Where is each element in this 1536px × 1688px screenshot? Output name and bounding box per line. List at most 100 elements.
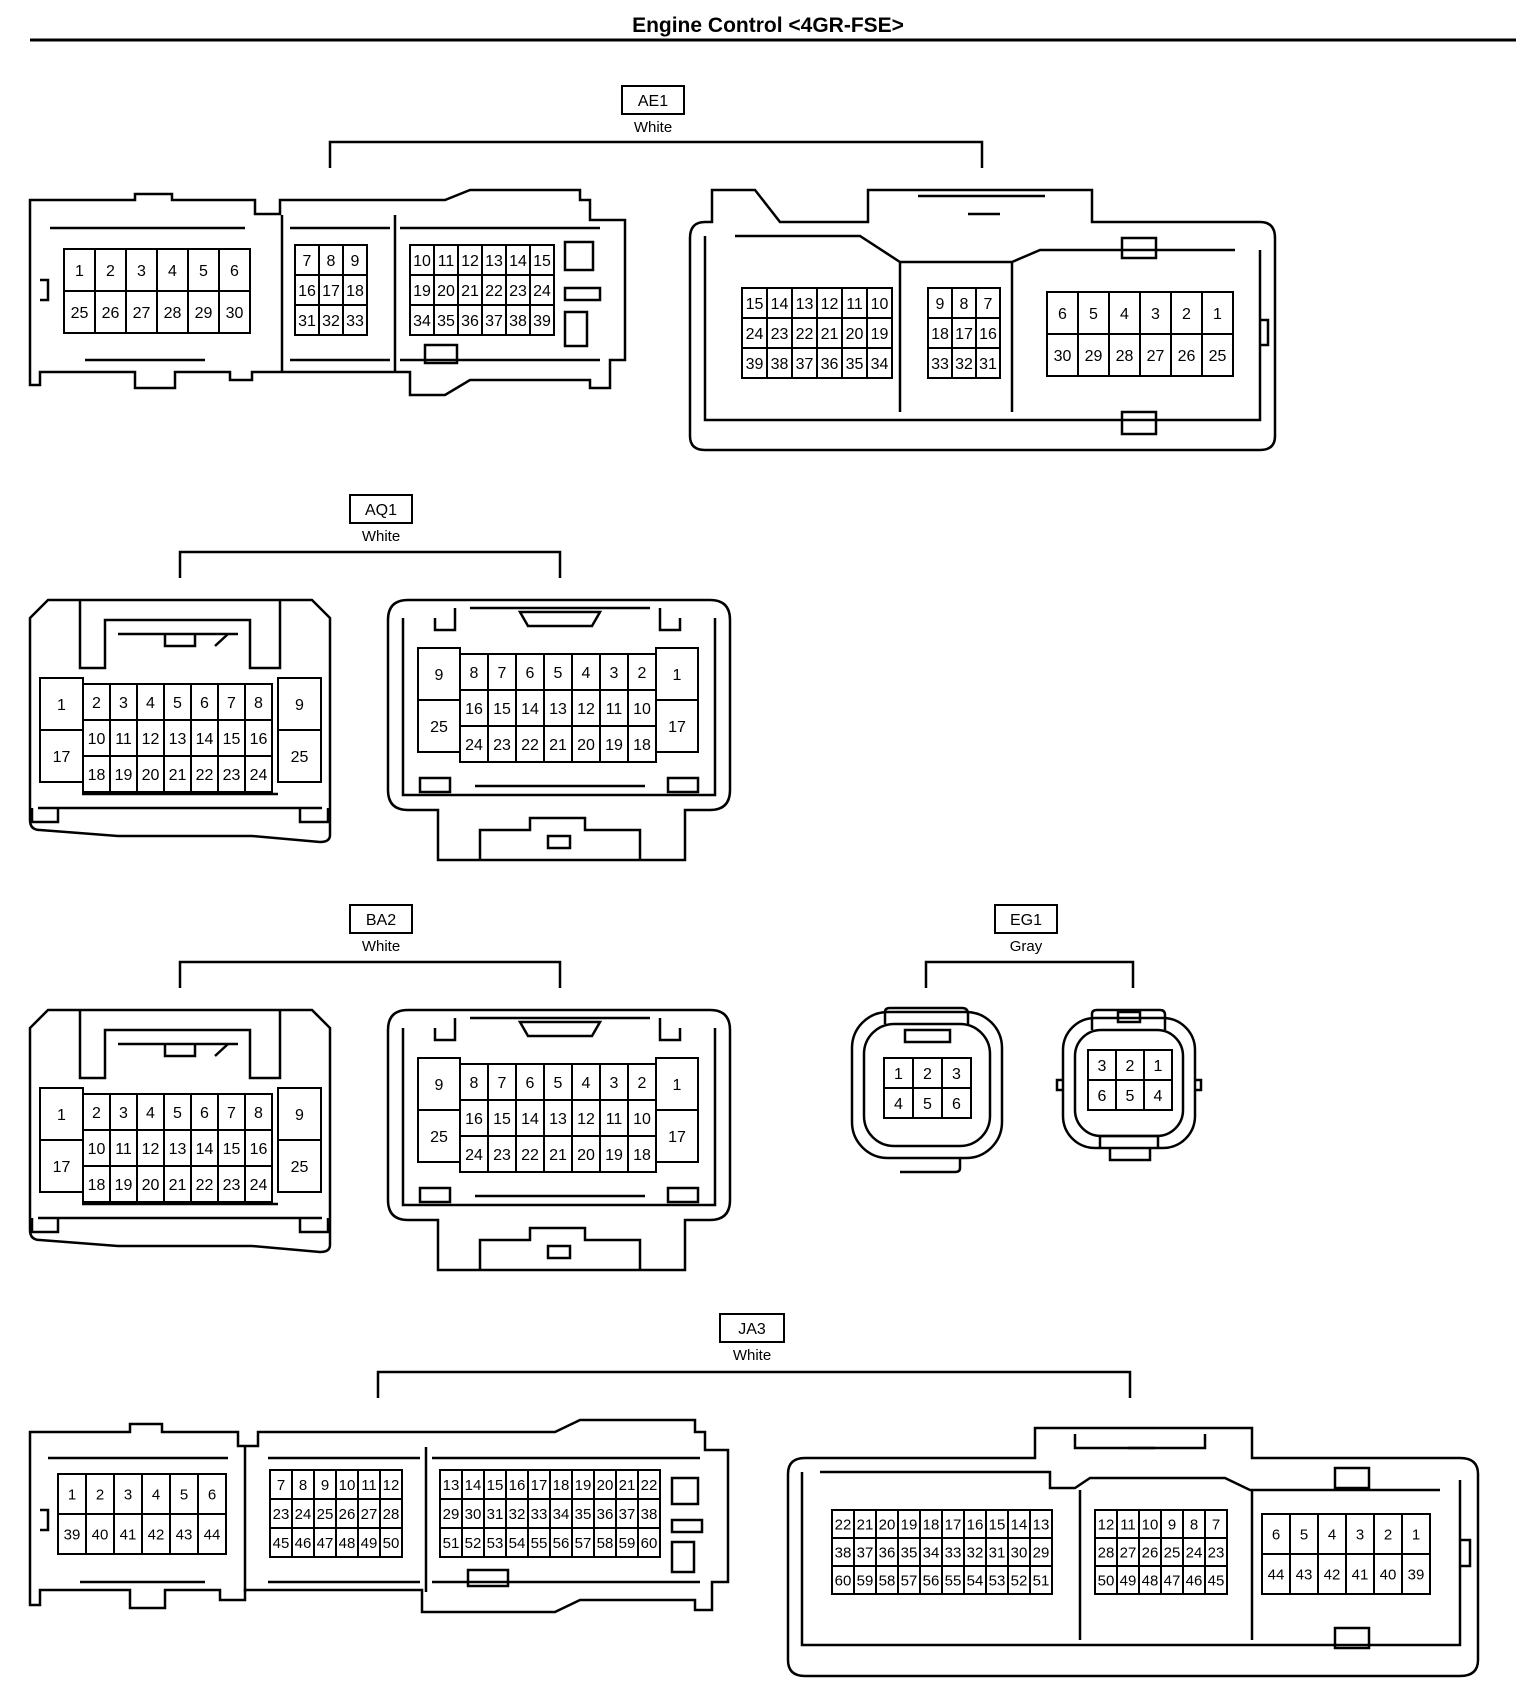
pin-number: 33 [931,356,949,373]
connector-id-aq1: AQ1 [365,502,397,519]
bracket-eg1 [924,960,1135,988]
pin-number: 59 [619,1535,636,1552]
pin-cell [342,304,368,336]
pin-number: 51 [1033,1572,1050,1589]
connector-color-ae1: White [634,119,672,136]
pin-cell [113,1513,143,1555]
pin-number: 36 [461,313,479,330]
pin-cell [841,287,868,319]
pin-number: 8 [327,253,336,270]
housing-aq1-right [386,598,732,862]
pin-number: 31 [487,1506,504,1523]
pin-number: 8 [254,1105,263,1122]
pin-number: 8 [299,1477,307,1494]
pin-number: 14 [1011,1516,1028,1533]
pin-number: 19 [871,326,889,343]
pin-number: 9 [295,1107,304,1124]
pin-cell [627,689,657,727]
pin-number: 6 [1098,1088,1107,1105]
pin-number: 44 [204,1526,221,1543]
pin-number: 16 [979,326,997,343]
pin-number: 6 [230,263,239,280]
pin-number: 38 [835,1544,852,1561]
bracket-ae1 [328,140,984,168]
pin-cell [39,729,84,783]
pin-number: 20 [846,326,864,343]
pin-number: 44 [1268,1566,1285,1583]
pin-number: 16 [465,701,483,718]
housing-eg1-right [1055,1008,1203,1162]
pin-number: 23 [771,326,789,343]
pin-number: 7 [227,695,236,712]
pin-number: 15 [493,1111,511,1128]
pin-number: 20 [577,737,595,754]
pin-number: 2 [92,695,101,712]
pin-number: 20 [597,1477,614,1494]
pin-number: 16 [509,1477,526,1494]
pin-number: 23 [493,737,511,754]
pin-number: 57 [575,1535,592,1552]
pin-number: 39 [746,356,764,373]
pin-cell [417,699,461,753]
connector-color-ba2: White [362,938,400,955]
pin-number: 4 [1154,1088,1163,1105]
pin-cell [1115,1079,1145,1111]
pin-number: 15 [746,296,764,313]
pin-number: 49 [1120,1572,1137,1589]
pin-number: 28 [164,305,182,322]
housing-ae1-right [688,188,1277,452]
pin-number: 4 [582,1075,591,1092]
pin-number: 48 [339,1535,356,1552]
pin-number: 42 [1324,1566,1341,1583]
connector-id-ja3: JA3 [738,1321,766,1338]
pin-cell [163,1129,192,1167]
pin-number: 9 [936,296,945,313]
pin-cell [927,347,953,379]
pin-number: 13 [1033,1516,1050,1533]
bracket-ja3 [376,1370,1132,1398]
pin-number: 34 [413,313,431,330]
pin-cell [342,274,368,306]
pin-number: 1 [68,1486,76,1503]
pin-number: 30 [1011,1544,1028,1561]
pin-cell [217,683,246,721]
pin-cell [57,1513,87,1555]
pin-number: 5 [1089,306,1098,323]
pin-number: 45 [1208,1572,1225,1589]
pin-number: 11 [361,1477,377,1494]
pin-number: 1 [1213,306,1222,323]
pin-cell [197,1513,227,1555]
pin-number: 25 [71,305,89,322]
pin-number: 6 [526,665,535,682]
pin-number: 45 [273,1535,290,1552]
pin-number: 11 [438,253,455,270]
pin-number: 17 [955,326,973,343]
pin-number: 21 [619,1477,636,1494]
pin-number: 3 [137,263,146,280]
pin-number: 4 [1328,1526,1336,1543]
connector-label-eg1: EG1 Gray [994,904,1058,955]
pin-number: 24 [1186,1544,1203,1561]
pin-number: 23 [1208,1544,1225,1561]
housing-ba2-right [386,1008,732,1272]
pin-number: 58 [879,1572,896,1589]
pin-number: 5 [923,1096,932,1113]
pin-number: 11 [1120,1516,1136,1533]
connector-id-eg1: EG1 [1010,912,1042,929]
pin-cell [975,347,1001,379]
pin-number: 12 [577,1111,595,1128]
pin-number: 19 [605,1147,623,1164]
pin-number: 29 [1085,348,1103,365]
pin-cell [627,1063,657,1101]
pin-number: 46 [1186,1572,1203,1589]
pin-number: 7 [498,1075,507,1092]
pin-number: 23 [493,1147,511,1164]
pin-number: 11 [606,1111,623,1128]
pin-number: 57 [901,1572,918,1589]
pin-cell [109,1129,138,1167]
pin-number: 19 [115,767,133,784]
pin-cell [543,1099,573,1137]
